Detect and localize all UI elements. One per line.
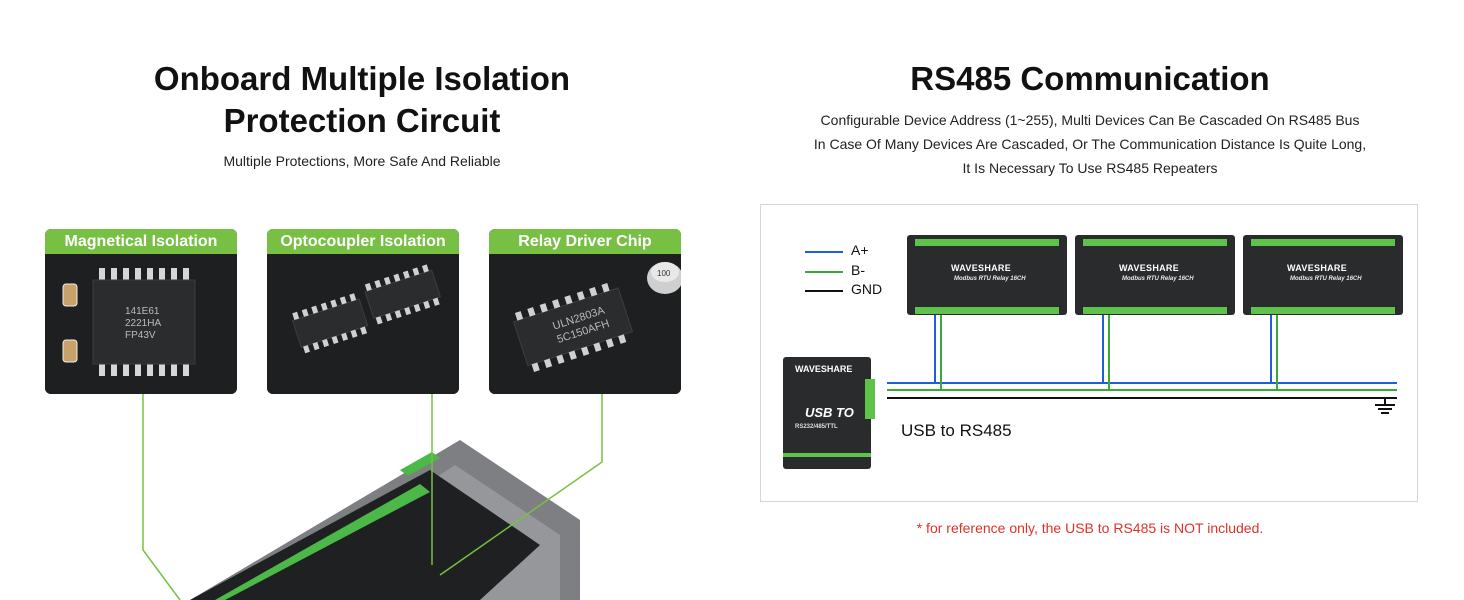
chip-text-3: FP43V — [125, 330, 156, 341]
terminal-strip — [1083, 307, 1227, 314]
desc-line-2: In Case Of Many Devices Are Cascaded, Or… — [813, 136, 1367, 152]
card-relay-driver-chip: Relay Driver Chip ULN2803A 5C150AFH 100 — [489, 229, 681, 394]
rs485-wiring-diagram: A+ B- GND WAVESHARE Modbus RTU Relay 16C… — [760, 204, 1418, 502]
desc-line-1: Configurable Device Address (1~255), Mul… — [820, 112, 1360, 128]
legend-label-a-plus: A+ — [851, 242, 869, 258]
usb-device-title: USB TO — [805, 405, 854, 420]
usb-terminal-block — [865, 379, 875, 419]
capacitor-text: 100 — [657, 269, 671, 278]
optocoupler-chips-image — [267, 254, 459, 394]
legend-line-gnd — [805, 290, 843, 292]
usb-device-brand: WAVESHARE — [795, 364, 853, 374]
section-title-isolation: Onboard Multiple Isolation Protection Ci… — [60, 58, 664, 142]
usb-to-rs485-device: WAVESHARE USB TO RS232/485/TTL — [783, 357, 875, 469]
relay-module-2: WAVESHARE Modbus RTU Relay 16CH — [1075, 235, 1235, 315]
card-optocoupler-isolation: Optocoupler Isolation — [267, 229, 459, 394]
reference-note: * for reference only, the USB to RS485 i… — [916, 520, 1264, 536]
chip-text-2: 2221HA — [125, 318, 161, 329]
isolation-chip-image: 141E61 2221HA FP43V — [45, 254, 237, 394]
section-title-rs485: RS485 Communication — [910, 60, 1270, 97]
terminal-strip — [1251, 307, 1395, 314]
terminal-strip — [915, 239, 1059, 246]
legend-line-a-plus — [805, 251, 843, 253]
terminal-strip — [1083, 239, 1227, 246]
module-brand: WAVESHARE — [951, 263, 1012, 273]
section-subtitle: Multiple Protections, More Safe And Reli… — [223, 153, 501, 169]
module-brand: WAVESHARE — [1119, 263, 1180, 273]
card-magnetical-isolation: Magnetical Isolation 141E61 2221HA FP43V — [45, 229, 237, 394]
module-model: Modbus RTU Relay 16CH — [1122, 276, 1194, 282]
card-label: Relay Driver Chip — [489, 229, 681, 254]
card-label: Optocoupler Isolation — [267, 229, 459, 254]
terminal-strip — [1251, 239, 1395, 246]
chip-text-1: 141E61 — [125, 306, 160, 317]
module-model: Modbus RTU Relay 16CH — [1290, 276, 1362, 282]
usb-stripe — [783, 453, 871, 457]
title-line-2: Protection Circuit — [223, 102, 501, 139]
usb-device-subtitle: RS232/485/TTL — [795, 424, 838, 430]
relay-driver-chip-image: ULN2803A 5C150AFH 100 — [489, 254, 681, 394]
relay-module-3: WAVESHARE Modbus RTU Relay 16CH — [1243, 235, 1403, 315]
legend-label-gnd: GND — [851, 281, 883, 297]
module-model: Modbus RTU Relay 16CH — [954, 276, 1026, 282]
bus-wiring — [887, 315, 1397, 414]
title-line-1: Onboard Multiple Isolation — [153, 60, 571, 97]
usb-to-rs485-label: USB to RS485 — [901, 421, 1012, 440]
legend-label-b-minus: B- — [851, 262, 865, 278]
card-label: Magnetical Isolation — [45, 229, 237, 254]
legend-line-b-minus — [805, 271, 843, 273]
desc-line-3: It Is Necessary To Use RS485 Repeaters — [962, 160, 1218, 176]
relay-board-image — [190, 440, 580, 600]
terminal-strip — [915, 307, 1059, 314]
relay-module-1: WAVESHARE Modbus RTU Relay 16CH — [907, 235, 1067, 315]
module-brand: WAVESHARE — [1287, 263, 1348, 273]
